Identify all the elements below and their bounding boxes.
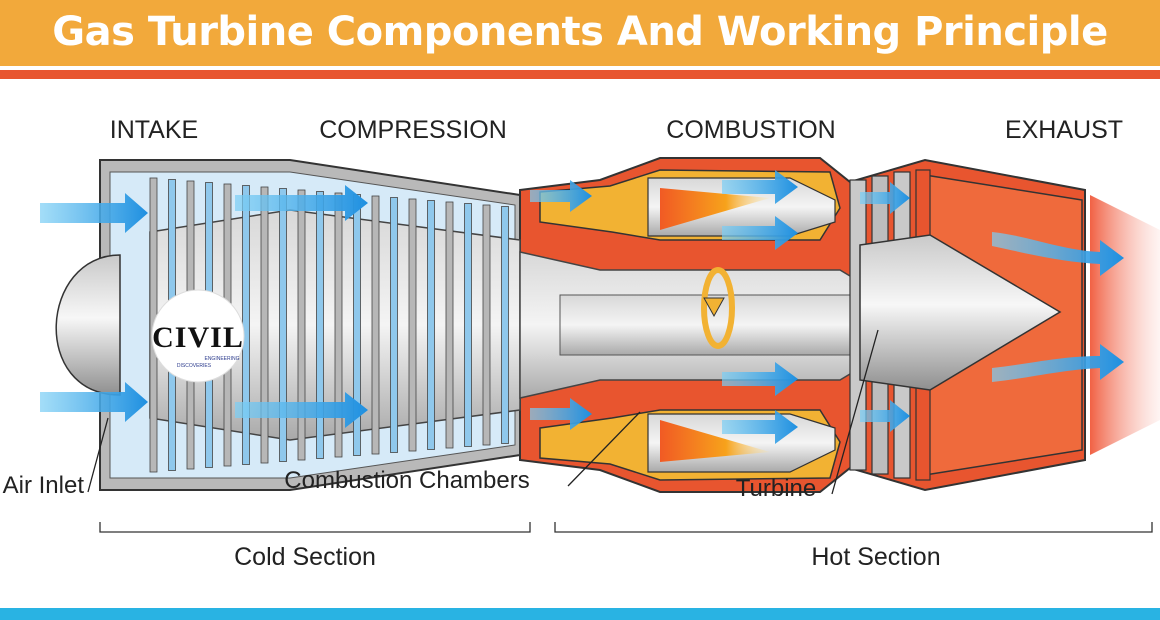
compressor-blade-row [371,195,380,455]
title-banner: Gas Turbine Components And Working Princ… [0,0,1160,66]
compressor-blade-row [482,204,491,446]
callout-lines [87,329,879,495]
stage-label-compression: COMPRESSION [319,116,507,144]
callout-turbine: Turbine [736,475,816,502]
exhaust-cone [859,234,1062,391]
civil-engineering-discoveries-logo: CIVIL ENGINEERING DISCOVERIES [151,289,245,383]
compressor-blade-row [408,198,417,452]
callout-combustion-chambers: Combustion Chambers [284,467,529,494]
compressor-blade-row [297,189,306,461]
compressor-blade-row [427,200,435,450]
stage-label-intake: INTAKE [110,116,198,144]
callout-air-inlet: Air Inlet [3,472,85,499]
page-title: Gas Turbine Components And Working Princ… [52,9,1108,55]
compressor-blade-row [279,188,287,462]
compressor-blade-row [501,206,509,444]
stage-label-combustion: COMBUSTION [666,116,835,144]
compressor-blade-row [316,191,324,459]
compressor-blade-row [464,203,472,447]
logo-text: CIVIL [152,321,244,354]
compressor-blade-row [260,186,269,464]
airflow-arrows [40,170,1124,444]
cold-section-label: Cold Section [234,543,376,571]
title-underline [0,70,1160,79]
exhaust-plume [1090,195,1160,455]
compressor-blade-row [390,197,398,453]
logo-subtext-2: DISCOVERIES [177,363,212,369]
intake-nose-cone [55,254,121,396]
section-brackets [99,522,1153,533]
compressor-blade-row [334,192,343,458]
hot-section-label: Hot Section [811,543,940,571]
rotation-icon [701,267,735,349]
compressor-blade-row [445,201,454,449]
stage-label-exhaust: EXHAUST [1005,116,1123,144]
logo-subtext-1: ENGINEERING [204,356,239,362]
footer-rule [0,608,1160,620]
